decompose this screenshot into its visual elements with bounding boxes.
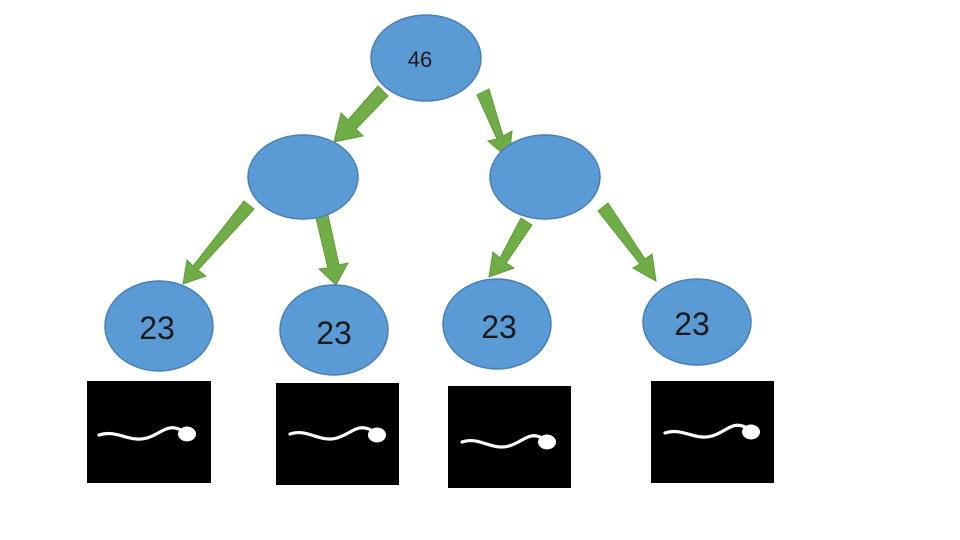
middle-node-right <box>489 134 601 220</box>
leaf-node-1: 23 <box>104 280 214 372</box>
leaf-node-3-label: 23 <box>481 309 517 345</box>
arrow-right-node-to-leaf-4 <box>597 202 657 282</box>
leaf-node-4: 23 <box>642 278 752 366</box>
arrow-left-node-to-leaf-1 <box>182 200 255 285</box>
middle-node-left <box>247 134 359 220</box>
sperm-cell-icon <box>97 426 196 442</box>
sperm-cell-icon <box>460 434 556 450</box>
leaf-node-3: 23 <box>442 278 552 370</box>
sperm-cell-icon <box>288 426 386 443</box>
arrow-root-to-left-node <box>333 85 389 143</box>
sperm-tile-3 <box>448 386 571 488</box>
arrow-right-node-to-leaf-3 <box>488 217 533 278</box>
root-node-label: 46 <box>408 47 432 72</box>
leaf-node-1-label: 23 <box>139 310 175 346</box>
sperm-tile-4 <box>651 381 774 483</box>
sperm-tile-2 <box>276 383 399 485</box>
sperm-cell-icon <box>663 423 760 440</box>
leaf-node-2: 23 <box>279 284 389 376</box>
sperm-tile-1 <box>87 381 211 483</box>
arrows <box>182 85 657 286</box>
arrow-left-node-to-leaf-2 <box>315 214 349 286</box>
leaf-node-2-label: 23 <box>316 315 352 351</box>
leaf-node-4-label: 23 <box>674 306 710 342</box>
root-node: 46 <box>370 14 482 102</box>
